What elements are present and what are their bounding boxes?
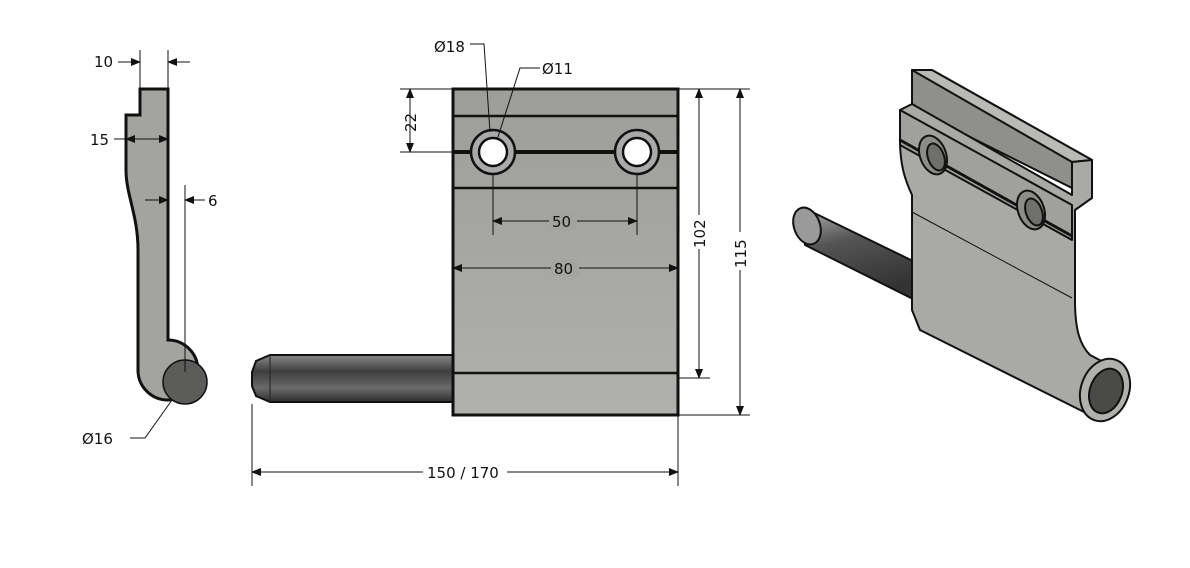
dim-inner-height: 102 <box>691 219 709 248</box>
dim-height: 115 <box>732 239 750 268</box>
dim-flange: 15 <box>90 131 109 149</box>
dim-width: 80 <box>554 260 573 278</box>
dim-counterbore: Ø18 <box>434 38 465 56</box>
pin-bore <box>1088 367 1124 415</box>
dim-hole-offset: 22 <box>402 113 420 132</box>
dim-hole-spacing: 50 <box>552 213 571 231</box>
dim-overall-length: 150 / 170 <box>427 464 499 482</box>
dim-hole: Ø11 <box>542 60 573 78</box>
side-view: 10 15 6 Ø16 <box>82 50 218 448</box>
isometric-view <box>792 69 1132 423</box>
dim-plate-thickness: 6 <box>208 192 218 210</box>
dim-pin-diameter: Ø16 <box>82 430 113 448</box>
front-view: Ø18 Ø11 22 50 80 102 115 150 / 170 <box>251 38 750 486</box>
pin <box>251 354 454 403</box>
dim-top-width: 10 <box>94 53 113 71</box>
